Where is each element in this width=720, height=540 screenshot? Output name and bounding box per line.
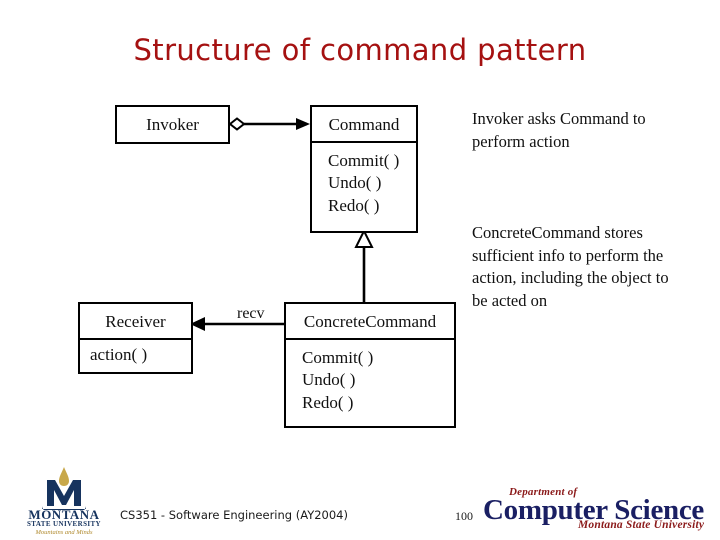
uml-class-diagram: Invoker Command Commit( ) Undo( ) Redo( …	[78, 105, 669, 428]
class-box-invoker[interactable]: Invoker	[115, 105, 230, 144]
operation-item: Commit( )	[328, 151, 400, 170]
class-name-concrete-command: ConcreteCommand	[303, 312, 437, 331]
operation-item: Undo( )	[302, 370, 356, 390]
connector-concrete-to-command	[354, 228, 374, 303]
note-concrete-command-stores-info: ConcreteCommand stores sufficient info t…	[472, 223, 669, 310]
class-divider-receiver	[80, 338, 191, 340]
operation-item: Redo( )	[302, 392, 354, 412]
edge-label-recv: recv	[237, 305, 265, 322]
class-name-command: Command	[328, 115, 400, 134]
computer-science-department-logo: Department of Computer Science Montana S…	[483, 486, 705, 532]
msu-m-mark-icon	[42, 467, 86, 516]
cs-university-label: Montana State University	[578, 519, 705, 531]
connector-concrete-to-receiver	[190, 317, 284, 331]
class-box-receiver[interactable]: Receiver action( )	[78, 302, 193, 374]
class-box-command[interactable]: Command Commit( ) Undo( ) Redo( )	[310, 105, 418, 233]
page-number: 100	[455, 509, 473, 523]
msu-subtitle: STATE UNIVERSITY	[26, 520, 102, 528]
cs-wordmark: Computer Science	[483, 494, 704, 526]
diagram-connectors-svg	[190, 117, 374, 331]
class-name-invoker: Invoker	[146, 115, 199, 134]
footer-course-label: CS351 - Software Engineering (AY2004)	[120, 508, 348, 522]
note-invoker-asks-command: Invoker asks Command to perform action	[472, 109, 646, 151]
class-box-concrete-command[interactable]: ConcreteCommand Commit( ) Undo( ) Redo( …	[284, 302, 456, 428]
operation-item: Undo( )	[328, 173, 382, 193]
msu-tagline: Mountains and Minds	[35, 529, 93, 536]
operation-item: Commit( )	[302, 348, 374, 367]
class-operations-receiver: action( )	[80, 340, 191, 370]
operation-item: Redo( )	[328, 195, 380, 215]
montana-state-university-logo: MONTANA STATE UNIVERSITY Mountains and M…	[16, 466, 112, 538]
msu-wordmark: MONTANA	[28, 507, 100, 522]
class-operations-concrete-command: Commit( ) Undo( ) Redo( )	[286, 340, 454, 420]
page-title: Structure of command pattern	[133, 33, 587, 67]
class-name-receiver: Receiver	[105, 312, 166, 331]
class-operations-command: Commit( ) Undo( ) Redo( )	[312, 143, 416, 223]
cs-department-label: Department of	[509, 486, 578, 498]
operation-item: action( )	[90, 345, 148, 364]
connector-invoker-to-command	[228, 117, 310, 131]
class-divider-concrete-command	[286, 338, 454, 340]
class-divider-command	[312, 141, 416, 143]
